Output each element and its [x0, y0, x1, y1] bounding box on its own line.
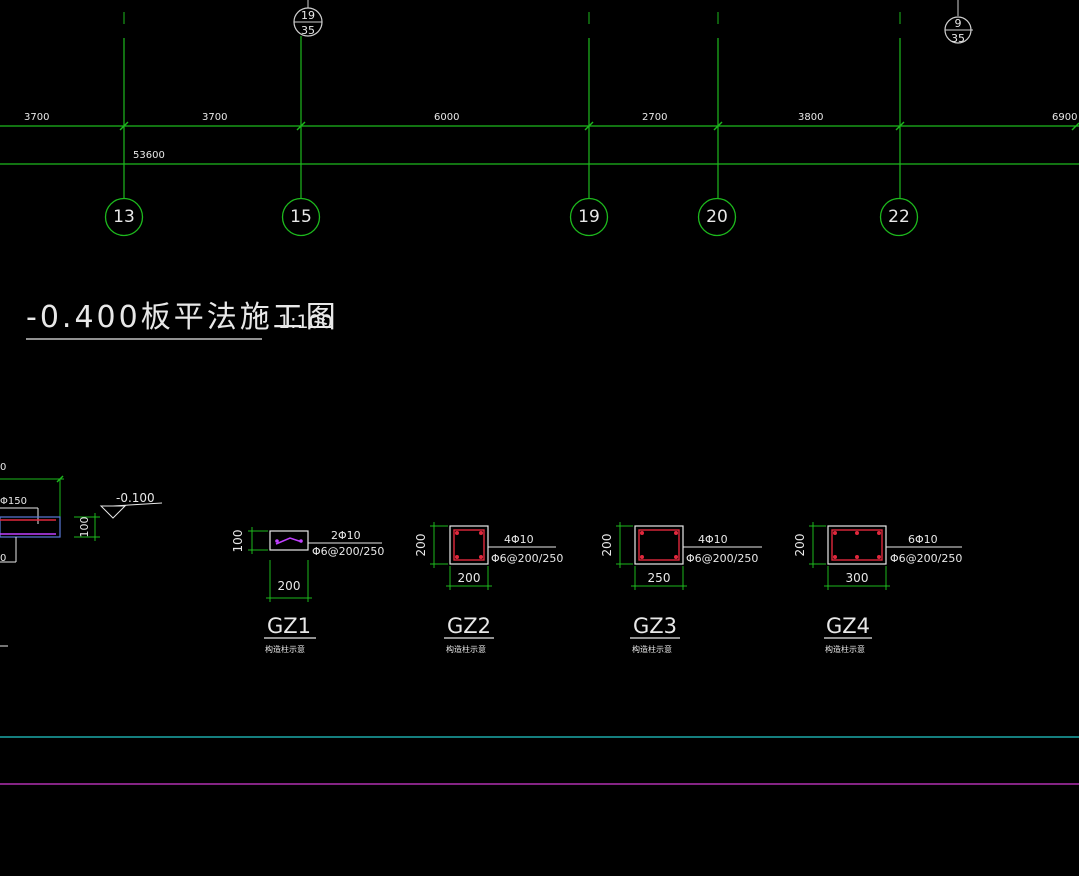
column-detail-gz1[interactable]: 100 200 2Φ10 Φ6@200/250 GZ1 构造柱示意 [231, 527, 384, 654]
section-ref-2-bottom: 35 [951, 32, 965, 45]
section-ref-1-bottom: 35 [301, 24, 315, 37]
gz1-stirrups: Φ6@200/250 [312, 545, 384, 558]
span-dim-4: 2700 [642, 112, 667, 123]
span-dim-5: 3800 [798, 112, 823, 123]
gz2-note: 构造柱示意 [446, 644, 486, 654]
gz1-note: 构造柱示意 [265, 644, 305, 654]
gz3-main-bars: 4Φ10 [698, 533, 728, 546]
axis-label-13: 13 [113, 207, 135, 227]
gz1-height: 100 [231, 530, 245, 553]
gz3-width: 250 [648, 571, 671, 585]
slab-edge-detail: 0 Φ150 0 -0.100 100 [0, 462, 163, 647]
axis-label-22: 22 [888, 207, 910, 227]
level-mark: -0.100 [116, 491, 155, 505]
axis-label-20: 20 [706, 207, 728, 227]
axis-line-15 [296, 36, 306, 198]
axis-line-20 [713, 12, 723, 198]
detail-height-dim: 100 [78, 517, 91, 538]
axis-bubble-19[interactable]: 19 [569, 197, 609, 237]
gz2-main-bars: 4Φ10 [504, 533, 534, 546]
gz4-note: 构造柱示意 [825, 644, 865, 654]
span-dim-3: 6000 [434, 112, 459, 123]
drawing-title-block: -0.400板平法施工图 1:100 [26, 300, 339, 340]
axis-bubble-20[interactable]: 20 [697, 197, 737, 237]
column-detail-gz2[interactable]: 200 200 4Φ10 Φ6@200/250 GZ2 构造柱示意 [414, 522, 563, 654]
gz2-stirrups: Φ6@200/250 [491, 552, 563, 565]
gz1-name: GZ1 [267, 614, 311, 638]
axis-line-22 [895, 12, 905, 198]
axis-line-19 [584, 12, 594, 198]
gz3-name: GZ3 [633, 614, 677, 638]
span-dim-6: 6900 [1052, 112, 1077, 123]
span-dim-1: 3700 [24, 112, 49, 123]
gz4-name: GZ4 [826, 614, 870, 638]
gz4-width: 300 [846, 571, 869, 585]
axis-bubble-13[interactable]: 13 [104, 197, 144, 237]
gz4-stirrups: Φ6@200/250 [890, 552, 962, 565]
drawing-title: -0.400板平法施工图 [26, 300, 339, 335]
drawing-scale: 1:100 [278, 311, 333, 333]
axis-bubble-22[interactable]: 22 [879, 197, 919, 237]
axis-bubble-15[interactable]: 15 [281, 197, 321, 237]
column-detail-gz3[interactable]: 200 250 4Φ10 Φ6@200/250 GZ3 构造柱示意 [600, 522, 762, 654]
total-dim: 53600 [133, 150, 165, 161]
gz3-note: 构造柱示意 [632, 644, 672, 654]
section-ref-symbol-1[interactable]: 19 35 [293, 0, 323, 37]
gz2-width: 200 [458, 571, 481, 585]
gz1-main-bars: 2Φ10 [331, 529, 361, 542]
gz3-height: 200 [600, 534, 614, 557]
axis-label-15: 15 [290, 207, 312, 227]
axis-label-19: 19 [578, 207, 600, 227]
detail-dim-bottom: 0 [0, 553, 6, 564]
detail-dim-top: 0 [0, 462, 6, 473]
axis-line-13 [119, 12, 129, 198]
section-ref-2-top: 9 [955, 17, 962, 30]
section-ref-symbol-2[interactable]: 9 35 [944, 0, 973, 45]
section-ref-1-top: 19 [301, 9, 315, 22]
gz3-stirrups: Φ6@200/250 [686, 552, 758, 565]
gz4-main-bars: 6Φ10 [908, 533, 938, 546]
gz4-height: 200 [793, 534, 807, 557]
gz2-name: GZ2 [447, 614, 491, 638]
gz2-height: 200 [414, 534, 428, 557]
column-detail-gz4[interactable]: 200 300 6Φ10 Φ6@200/250 GZ4 构造柱示意 [793, 522, 962, 654]
axis-grid: 13 15 19 20 22 3700 3700 6000 2700 3800 … [0, 12, 1079, 237]
detail-rebar-label: Φ150 [0, 496, 27, 507]
gz1-width: 200 [278, 579, 301, 593]
span-dim-2: 3700 [202, 112, 227, 123]
